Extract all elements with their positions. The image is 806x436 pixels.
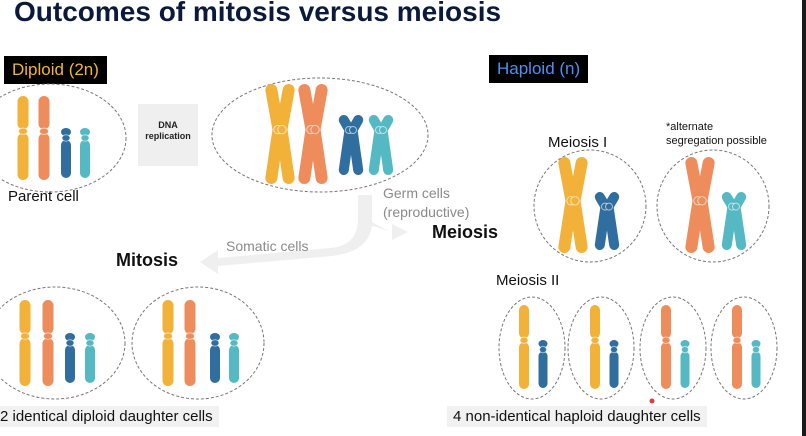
mitosis-daughter-cell-2 (131, 286, 265, 400)
meiosis-result-caption: 4 non-identical haploid daughter cells (447, 406, 707, 427)
meiosis-2-label: Meiosis II (496, 272, 560, 289)
flow-arrow (200, 195, 408, 274)
daughter-1-chromosome-salmon (42, 300, 54, 386)
daughter-2-chromosome-teal (229, 333, 239, 383)
dna-replication-label: DNA replication (145, 120, 191, 141)
mitosis-heading: Mitosis (116, 250, 179, 270)
daughter-2-chromosome-blue (210, 333, 220, 383)
somatic-cells-label: Somatic cells (226, 238, 309, 254)
haploid-4-chromosome-teal (751, 340, 761, 388)
haploid-1-chromosome-orange (519, 305, 529, 389)
meiosis-2-cell-3 (639, 296, 707, 400)
meiosis-1-chromosome-salmon (685, 157, 715, 253)
meiosis-1-label: Meiosis I (548, 134, 608, 151)
meiosis-1-cell-b (656, 149, 770, 263)
haploid-2-chromosome-blue (609, 340, 619, 388)
dna-replication-box (138, 104, 198, 166)
daughter-2-chromosome-salmon (184, 300, 196, 386)
pointer-dot (649, 398, 655, 404)
alternate-segregation-note: *alternate segregation possible (666, 121, 767, 147)
meiosis-2-cell-2 (567, 296, 635, 400)
chromosome-teal (80, 128, 90, 178)
replicated-chromosome-teal (368, 115, 394, 175)
haploid-badge: Haploid (n) (489, 55, 589, 83)
page-title: Outcomes of mitosis versus meiosis (14, 0, 502, 27)
chromosome-orange (17, 96, 29, 180)
mitosis-daughter-cell-1 (0, 286, 126, 400)
chromosome-salmon (38, 96, 50, 180)
haploid-3-chromosome-teal (680, 340, 690, 388)
meiosis-2-cell-4 (710, 296, 778, 400)
haploid-3-chromosome-salmon (661, 305, 671, 389)
meiosis-1-cell-a (533, 149, 647, 263)
daughter-2-chromosome-orange (162, 300, 174, 386)
haploid-2-chromosome-orange (590, 305, 600, 389)
parent-cell (0, 83, 127, 193)
meiosis-1-chromosome-orange (558, 157, 588, 253)
replicated-cell (211, 77, 429, 193)
daughter-1-chromosome-blue (65, 333, 75, 383)
haploid-1-chromosome-blue (538, 340, 548, 388)
parent-cell-label: Parent cell (8, 188, 79, 205)
meiosis-2-cell-1 (498, 296, 566, 400)
replicated-chromosome-orange (265, 84, 295, 184)
chromosome-blue (61, 128, 71, 178)
daughter-1-chromosome-orange (19, 300, 31, 386)
meiosis-heading: Meiosis (432, 222, 499, 242)
meiosis-1-chromosome-teal (721, 192, 747, 250)
daughter-1-chromosome-teal (85, 333, 95, 383)
germ-cells-label: Germ cells (reproductive) (383, 185, 470, 220)
replicated-chromosome-blue (338, 115, 364, 175)
diploid-badge: Diploid (2n) (4, 56, 107, 84)
window-edge (802, 0, 806, 436)
replicated-chromosome-salmon (298, 84, 328, 184)
meiosis-1-chromosome-blue (594, 192, 620, 250)
haploid-4-chromosome-salmon (732, 305, 742, 389)
mitosis-result-caption: 2 identical diploid daughter cells (0, 406, 219, 427)
